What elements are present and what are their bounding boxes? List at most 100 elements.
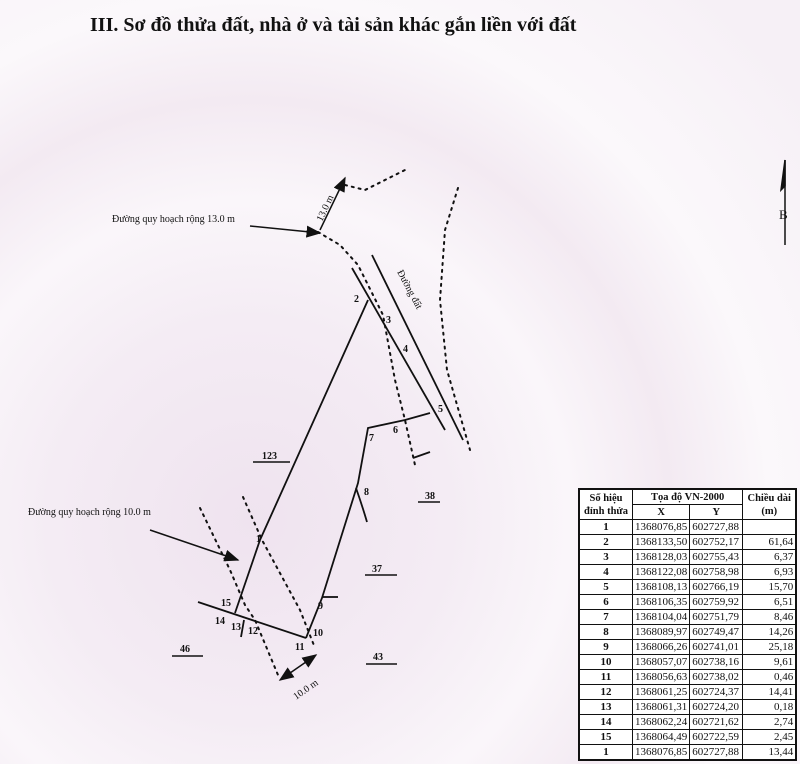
x-cell: 1368066,26 [631,639,691,655]
x-cell: 1368108,13 [631,579,691,595]
point-labels: 1 2 3 4 5 6 7 8 9 10 11 12 13 14 15 [215,294,443,653]
col-coords-header: Tọa độ VN-2000 [631,488,744,505]
length-cell: 6,51 [742,594,797,610]
parcel-number: 123 [262,451,277,462]
point-label: 3 [386,315,391,326]
x-cell: 1368076,85 [631,519,691,535]
dimension-arrows [149,159,786,681]
parcel-number: 37 [372,564,382,575]
y-cell: 602738,02 [689,669,744,685]
y-cell: 602752,17 [689,534,744,550]
length-cell [742,519,797,535]
point-cell: 10 [578,654,633,670]
y-cell: 602727,88 [689,744,744,761]
parcel-boundary [197,254,464,639]
length-cell: 14,26 [742,624,797,640]
point-label: 7 [369,433,374,444]
parcel-number: 46 [180,644,190,655]
point-label: 10 [313,628,323,639]
point-cell: 7 [578,609,633,625]
point-label: 2 [354,294,359,305]
x-cell: 1368056,63 [631,669,691,685]
x-cell: 1368057,07 [631,654,691,670]
point-label: 4 [403,344,408,355]
y-cell: 602722,59 [689,729,744,745]
length-cell: 2,45 [742,729,797,745]
point-label: 13 [231,622,241,633]
point-label: 1 [256,534,261,545]
point-label: 5 [438,404,443,415]
length-cell: 15,70 [742,579,797,595]
y-cell: 602724,37 [689,684,744,700]
length-cell: 0,18 [742,699,797,715]
section-title: III. Sơ đồ thửa đất, nhà ở và tài sản kh… [90,14,577,36]
y-cell: 602755,43 [689,549,744,565]
point-label: 12 [248,626,258,637]
point-cell: 1 [578,744,633,761]
point-label: 15 [221,598,231,609]
x-cell: 1368064,49 [631,729,691,745]
length-cell: 0,46 [742,669,797,685]
length-cell: 8,46 [742,609,797,625]
coordinates-table: Số hiệu đỉnh thửa Tọa độ VN-2000 Chiều d… [578,488,798,761]
north-label: B [779,207,788,222]
y-cell: 602724,20 [689,699,744,715]
x-cell: 1368089,97 [631,624,691,640]
y-cell: 602759,92 [689,594,744,610]
y-cell: 602727,88 [689,519,744,535]
point-cell: 2 [578,534,633,550]
point-cell: 5 [578,579,633,595]
length-cell: 9,61 [742,654,797,670]
point-cell: 11 [578,669,633,685]
length-cell: 14,41 [742,684,797,700]
y-cell: 602721,62 [689,714,744,730]
col-length-header: Chiều dài (m) [742,488,797,520]
y-cell: 602758,98 [689,564,744,580]
point-label: 8 [364,487,369,498]
planned-road-boundaries [199,169,471,676]
point-cell: 14 [578,714,633,730]
point-cell: 6 [578,594,633,610]
length-cell: 25,18 [742,639,797,655]
point-cell: 13 [578,699,633,715]
y-cell: 602751,79 [689,609,744,625]
length-cell: 13,44 [742,744,797,761]
x-cell: 1368128,03 [631,549,691,565]
x-cell: 1368076,85 [631,744,691,761]
length-cell: 2,74 [742,714,797,730]
length-cell: 61,64 [742,534,797,550]
road-label-left: Đường quy hoạch rộng 10.0 m [28,507,151,518]
col-x-header: X [631,504,691,520]
road-name: Đường đất [394,268,424,311]
parcel-number: 38 [425,491,435,502]
dim-bottom-label: 10.0 m [291,677,320,702]
point-cell: 9 [578,639,633,655]
point-label: 9 [318,601,323,612]
parcel-number: 43 [373,652,383,663]
x-cell: 1368133,50 [631,534,691,550]
x-cell: 1368062,24 [631,714,691,730]
point-cell: 15 [578,729,633,745]
y-cell: 602741,01 [689,639,744,655]
y-cell: 602749,47 [689,624,744,640]
point-label: 11 [295,642,304,653]
x-cell: 1368122,08 [631,564,691,580]
y-cell: 602738,16 [689,654,744,670]
x-cell: 1368061,31 [631,699,691,715]
col-y-header: Y [689,504,744,520]
dim-top-label: 13.0 m [315,193,337,223]
